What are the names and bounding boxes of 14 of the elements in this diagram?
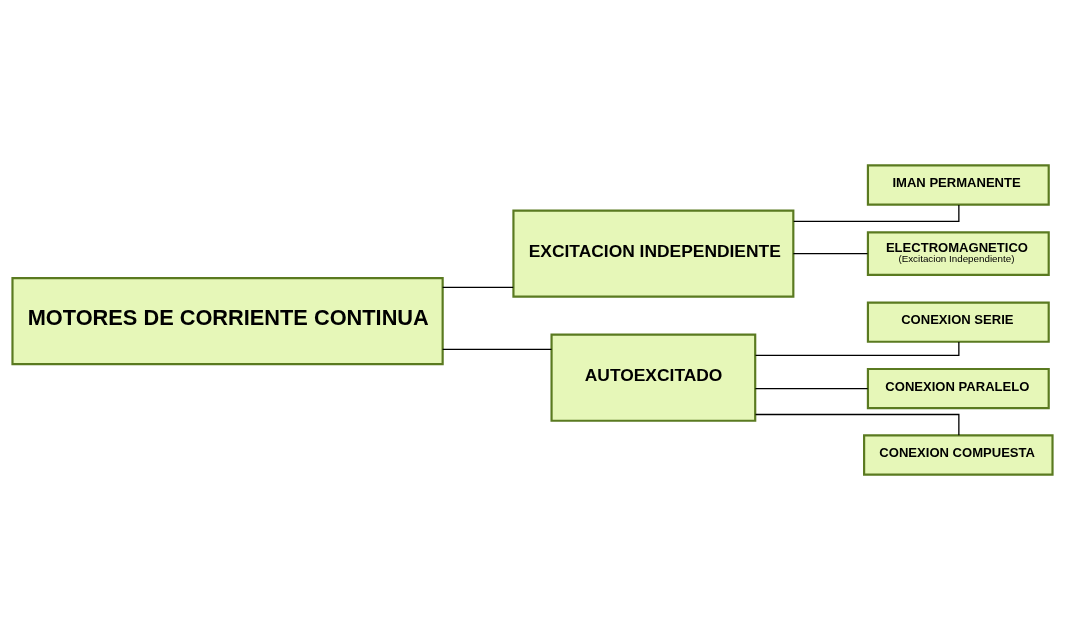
node-box: IMAN PERMANENTE [866,163,1050,206]
connector [442,348,553,350]
node-box: CONEXION COMPUESTA [863,433,1054,476]
node-box: MOTORES DE CORRIENTE CONTINUA [11,276,444,365]
connector [792,252,869,254]
connector [792,203,960,222]
node-box: EXCITACION INDEPENDIENTE [512,208,795,298]
connector [754,387,869,389]
connector [442,286,514,288]
node-box: ELECTROMAGNETICO (Excitacion Independiente) [866,230,1050,276]
node-box: AUTOEXCITADO [550,333,757,422]
connector [754,413,960,436]
node-box: CONEXION SERIE [866,301,1050,343]
node-box: CONEXION PARALELO [866,367,1050,409]
